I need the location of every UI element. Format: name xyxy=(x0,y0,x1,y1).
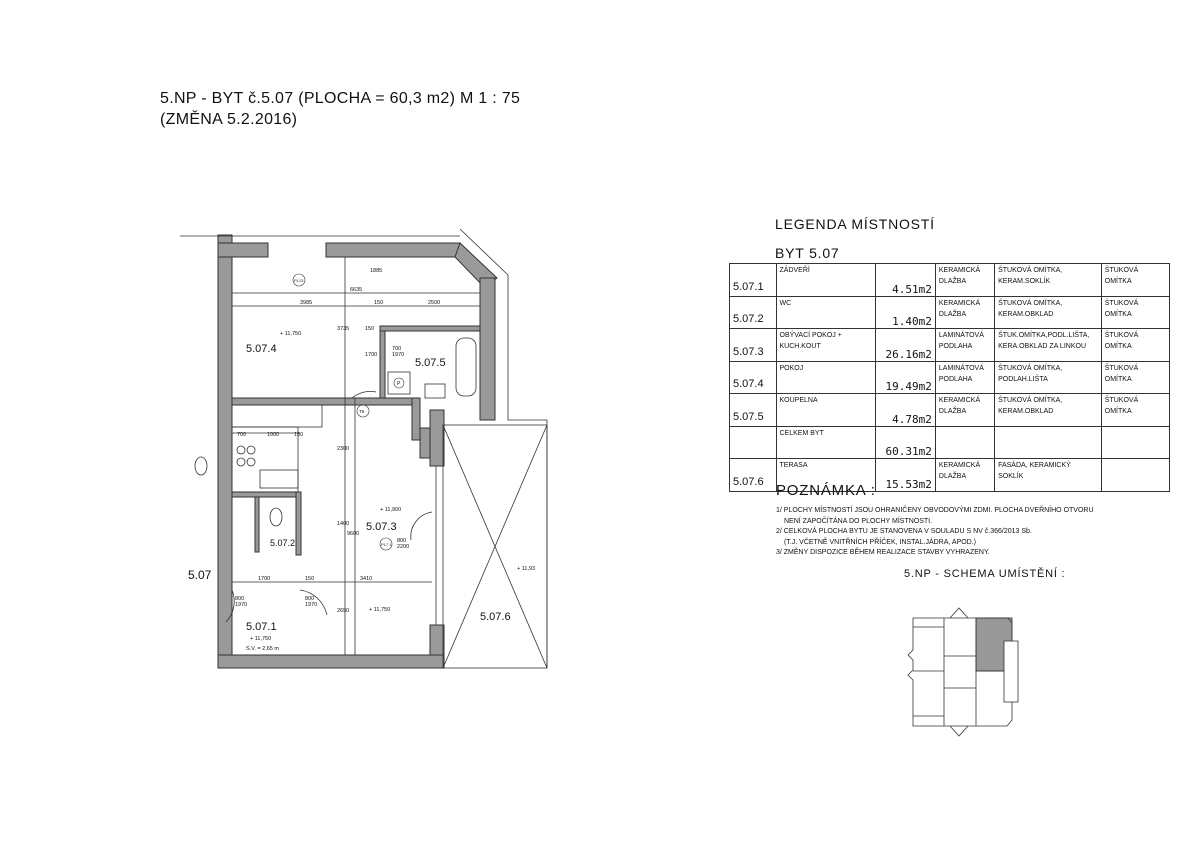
dimension: 1885 xyxy=(370,268,382,274)
door-dimension: 800 xyxy=(305,596,314,602)
level-mark: + 11,750 xyxy=(280,331,301,337)
room-name: KOUPELNA xyxy=(775,393,876,427)
dimension: 1700 xyxy=(365,352,377,358)
plan-lines xyxy=(180,228,548,669)
dimension: 3735 xyxy=(337,326,349,332)
unit-tag: 5.07 xyxy=(188,568,212,582)
room-name: POKOJ xyxy=(775,360,876,394)
wall-finish: ŠTUK.OMÍTKA,PODL.LIŠTA, KERA.OBKLAD ZA L… xyxy=(994,328,1102,362)
schema-title: 5.NP - SCHEMA UMÍSTĚNÍ : xyxy=(904,568,1066,580)
door-dimension: 800 xyxy=(235,596,244,602)
room-area: 26.16m2 xyxy=(874,328,936,362)
tag-marker: T6 xyxy=(359,409,365,414)
room-name: ZÁDVEŘÍ xyxy=(775,263,876,297)
plan-annotations: + 11,750 + 11,900 + 11,750 + 11,750 + 11… xyxy=(235,268,535,652)
wall-finish: ŠTUKOVÁ OMÍTKA, KERAM.OBKLAD xyxy=(994,295,1102,329)
ceiling-finish: ŠTUKOVÁ OMÍTKA xyxy=(1100,360,1171,394)
ceiling-finish: ŠTUKOVÁ OMÍTKA xyxy=(1100,328,1171,362)
toilet-icon xyxy=(269,507,283,527)
dimension: 150 xyxy=(374,300,383,306)
level-mark: + 11,750 xyxy=(250,636,271,642)
level-mark: + 11,750 xyxy=(369,607,390,613)
room-label: 5.07.6 xyxy=(480,611,511,623)
note-item: 1/ PLOCHY MÍSTNOSTÍ JSOU OHRANIČENY OBVO… xyxy=(776,507,1094,514)
room-label: 5.07.4 xyxy=(246,343,277,355)
note-item: (T.J. VČETNĚ VNITŘNÍCH PŘÍČEK, INSTAL.JÁ… xyxy=(784,538,977,546)
room-name: CELKEM BYT xyxy=(775,425,876,459)
room-code: 5.07.2 xyxy=(729,295,777,329)
door-dimension: 800 xyxy=(397,538,406,544)
door-swing xyxy=(351,391,377,399)
door-dimension: 1970 xyxy=(392,352,404,358)
shower-icon xyxy=(387,371,411,395)
ceiling-finish xyxy=(1100,458,1171,492)
washbasin-icon xyxy=(424,383,446,399)
dimension: 3985 xyxy=(300,300,312,306)
legend-subtitle: BYT 5.07 xyxy=(775,245,840,261)
dimension: 150 xyxy=(294,432,303,438)
dimension: 150 xyxy=(365,326,374,332)
clear-height: S.V. = 2,65 m xyxy=(246,646,279,652)
room-label: 5.07.1 xyxy=(246,621,277,633)
door-dimension: 1970 xyxy=(235,602,247,608)
dimension: 1000 xyxy=(267,432,279,438)
dimension: 1700 xyxy=(258,576,270,582)
door-swing xyxy=(410,511,433,541)
room-label: 5.07.3 xyxy=(366,521,397,533)
tag-marker: PL7.1 xyxy=(381,542,392,547)
room-area: 15.53m2 xyxy=(874,458,936,492)
note-item: 3/ ZMĚNY DISPOZICE BĚHEM REALIZACE STAVB… xyxy=(776,549,990,556)
dimension: 2650 xyxy=(337,608,349,614)
floor-finish xyxy=(934,425,996,459)
note-item: NENÍ ZAPOČÍTÁNA DO PLOCHY MÍSTNOSTI. xyxy=(784,517,933,525)
dimension: 9600 xyxy=(347,531,359,537)
level-mark: + 11,93 xyxy=(517,566,535,572)
sheet-title: 5.NP - BYT č.5.07 (PLOCHA = 60,3 m2) M 1… xyxy=(160,90,521,107)
dimension: 150 xyxy=(305,576,314,582)
room-label: 5.07.2 xyxy=(270,538,295,548)
room-name: TERASA xyxy=(775,458,876,492)
floor-finish: KERAMICKÁ DLAŽBA xyxy=(934,458,996,492)
dimension: 6635 xyxy=(350,287,362,293)
wall-finish: ŠTUKOVÁ OMÍTKA, PODLAH.LIŠTA xyxy=(994,360,1102,394)
room-code: 5.07.1 xyxy=(729,263,777,297)
door-dimension: 700 xyxy=(392,346,401,352)
room-labels: 5.07.4 5.07.5 5.07.3 5.07.2 5.07.1 5.07.… xyxy=(188,343,511,633)
door-dimension: 2200 xyxy=(397,544,409,550)
floor-finish: LAMINÁTOVÁ PODLAHA xyxy=(934,328,996,362)
legend-title: LEGENDA MÍSTNOSTÍ xyxy=(775,216,935,232)
note-item: 2/ CELKOVÁ PLOCHA BYTU JE STANOVENA V SO… xyxy=(776,528,1032,535)
ceiling-finish: ŠTUKOVÁ OMÍTKA xyxy=(1100,263,1171,297)
room-label: 5.07.5 xyxy=(415,357,446,369)
notes-list: 1/ PLOCHY MÍSTNOSTÍ JSOU OHRANIČENY OBVO… xyxy=(776,506,1094,559)
walls xyxy=(217,234,498,669)
wall-finish: ŠTUKOVÁ OMÍTKA, KERAM.SOKLÍK xyxy=(994,263,1102,297)
dimension: 2300 xyxy=(337,446,349,452)
notes-title: POZNÁMKA : xyxy=(776,482,876,499)
room-area: 4.51m2 xyxy=(874,263,936,297)
level-mark: + 11,900 xyxy=(380,507,401,513)
tag-marker: PL13 xyxy=(294,278,304,283)
dimension: 700 xyxy=(237,432,246,438)
sheet-revision: (ZMĚNA 5.2.2016) xyxy=(160,111,298,128)
room-area: 60.31m2 xyxy=(874,425,936,459)
room-code: 5.07.6 xyxy=(729,458,777,492)
dimension: 2500 xyxy=(428,300,440,306)
dimension: 1400 xyxy=(337,521,349,527)
wall-finish: FASÁDA, KERAMICKÝ SOKLÍK xyxy=(994,458,1102,492)
door-dimension: 1970 xyxy=(305,602,317,608)
location-schema xyxy=(907,607,1019,737)
dimension: 3410 xyxy=(360,576,372,582)
tag-marker: P xyxy=(397,381,401,387)
wall-finish: ŠTUKOVÁ OMÍTKA, KERAM.OBKLAD xyxy=(994,393,1102,427)
room-area: 4.78m2 xyxy=(874,393,936,427)
bathtub-icon xyxy=(455,337,477,397)
